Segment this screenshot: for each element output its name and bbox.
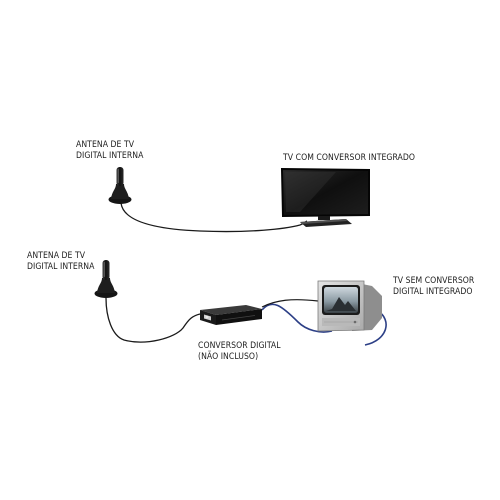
- crt-tv-icon: [317, 280, 382, 332]
- label-tv-no-converter-line1: TV SEM CONVERSOR: [393, 276, 475, 286]
- label-antenna-bottom: ANTENA DE TV DIGITAL INTERNA: [27, 251, 94, 273]
- cable-antenna-to-converter: [105, 297, 201, 343]
- label-antenna-bottom-line2: DIGITAL INTERNA: [27, 262, 95, 272]
- cable-converter-to-crt-blue: [261, 303, 333, 333]
- antenna-bottom-icon: [94, 260, 118, 298]
- label-converter-line2: (NÃO INCLUSO): [198, 352, 259, 362]
- cable-converter-to-crt-black: [261, 299, 319, 308]
- label-antenna-top-line1: ANTENA DE TV: [76, 140, 135, 150]
- label-antenna-top: ANTENA DE TV DIGITAL INTERNA: [76, 140, 143, 162]
- converter-box-icon: [200, 305, 262, 325]
- antenna-top-icon: [108, 167, 132, 204]
- cable-top: [120, 202, 308, 233]
- flat-tv-icon: [280, 167, 370, 227]
- label-converter-line1: CONVERSOR DIGITAL: [198, 341, 281, 351]
- label-antenna-top-line2: DIGITAL INTERNA: [76, 151, 144, 161]
- label-converter: CONVERSOR DIGITAL (NÃO INCLUSO): [198, 341, 281, 363]
- label-antenna-bottom-line1: ANTENA DE TV: [27, 251, 86, 261]
- label-tv-no-converter: TV SEM CONVERSOR DIGITAL INTEGRADO: [393, 276, 474, 298]
- label-tv-integrated-line: TV COM CONVERSOR INTEGRADO: [283, 153, 416, 163]
- label-tv-no-converter-line2: DIGITAL INTEGRADO: [393, 287, 473, 297]
- label-tv-integrated: TV COM CONVERSOR INTEGRADO: [283, 153, 415, 164]
